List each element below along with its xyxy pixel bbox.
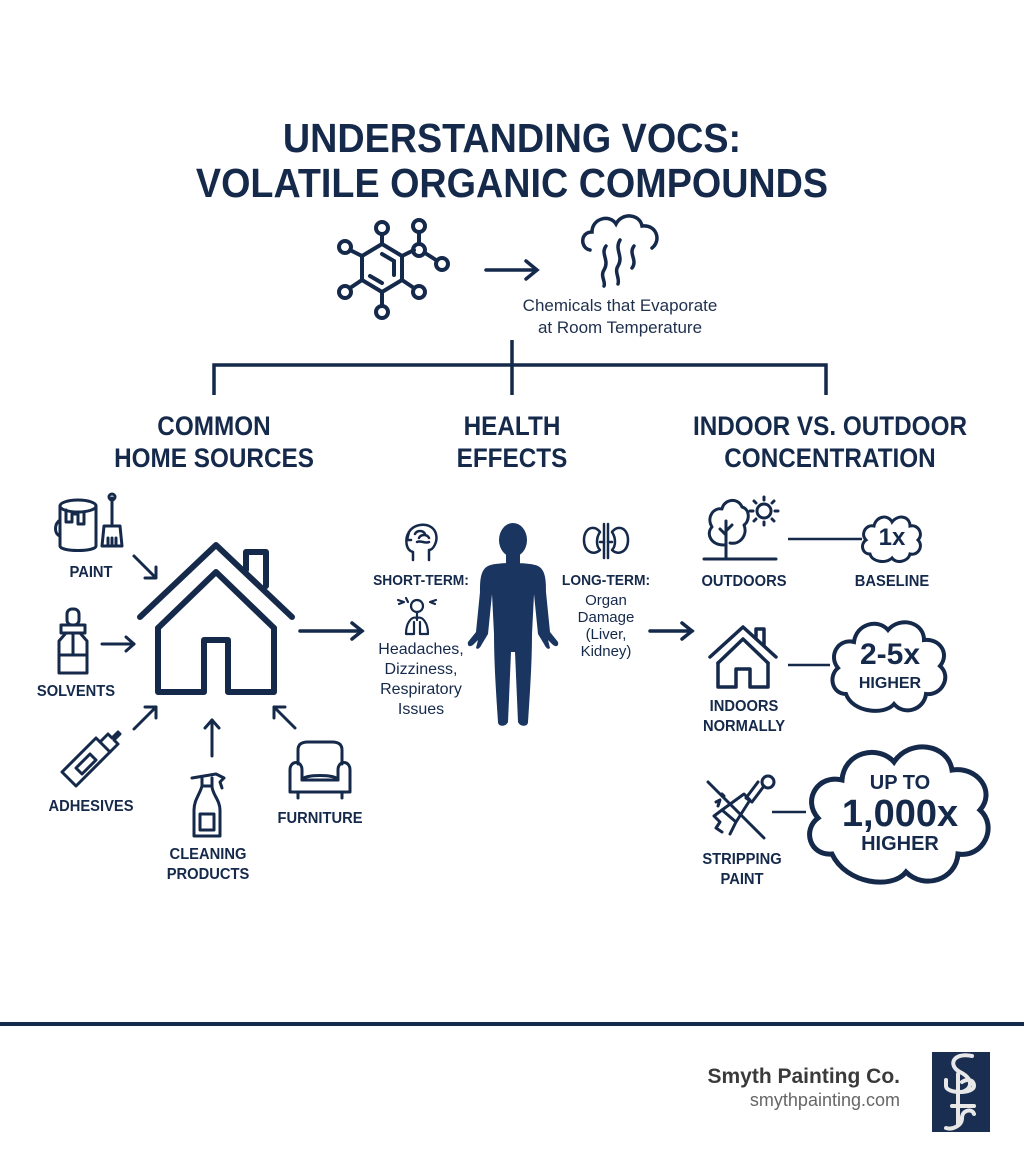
source-label-adhesives: ADHESIVES bbox=[48, 798, 134, 815]
sources-heading-2: HOME SOURCES bbox=[114, 443, 314, 473]
tree-sun-icon bbox=[702, 495, 780, 561]
definition-line-1: Chemicals that Evaporate bbox=[522, 296, 718, 315]
health-heading-2: EFFECTS bbox=[456, 443, 568, 473]
footer-divider bbox=[0, 1022, 1024, 1026]
health-heading-1: HEALTH bbox=[463, 411, 561, 441]
short-term-line-1: Headaches, bbox=[378, 641, 464, 658]
house-icon bbox=[137, 542, 295, 695]
human-body-icon bbox=[467, 523, 559, 726]
dropper-bottle-icon bbox=[57, 607, 89, 675]
source-label-furniture: FURNITURE bbox=[277, 810, 363, 827]
branch-connector bbox=[212, 340, 828, 395]
stripping-label-2: PAINT bbox=[720, 871, 764, 888]
short-term-label: SHORT-TERM: bbox=[373, 572, 469, 589]
armchair-icon bbox=[288, 740, 352, 800]
stripping-label-1: STRIPPING bbox=[702, 851, 782, 868]
brand-url: smythpainting.com bbox=[749, 1090, 900, 1110]
scraper-icon bbox=[706, 774, 776, 840]
long-term-line-2: Damage bbox=[577, 609, 635, 626]
arrow-health-to-concentration bbox=[648, 621, 695, 641]
stripping-sub: HIGHER bbox=[861, 833, 939, 855]
indoors-label-1: INDOORS bbox=[709, 698, 779, 715]
source-arrows bbox=[100, 554, 297, 758]
cloud-badge-2-5x bbox=[830, 620, 948, 713]
source-label-solvents: SOLVENTS bbox=[36, 683, 116, 700]
concentration-heading-1: INDOOR VS. OUTDOOR bbox=[692, 411, 968, 441]
lungs-dizzy-icon bbox=[396, 596, 438, 636]
stripping-value-pre: UP TO bbox=[869, 772, 931, 794]
title-line-2: VOLATILE ORGANIC COMPOUNDS bbox=[195, 160, 829, 206]
head-brain-icon bbox=[405, 523, 438, 562]
concentration-heading-2: CONCENTRATION bbox=[724, 443, 936, 473]
title-line-1: UNDERSTANDING VOCS: bbox=[282, 115, 742, 161]
short-term-line-3: Respiratory bbox=[380, 681, 462, 698]
outdoors-value: 1x bbox=[878, 524, 906, 551]
kidneys-icon bbox=[582, 522, 630, 560]
paint-can-brush-icon bbox=[54, 492, 124, 552]
evaporating-cloud-icon bbox=[581, 214, 659, 288]
molecule-icon bbox=[337, 218, 450, 320]
source-label-cleaning-1: CLEANING bbox=[169, 846, 247, 863]
outdoors-label: OUTDOORS bbox=[701, 573, 787, 590]
short-term-line-4: Issues bbox=[397, 701, 445, 718]
cloud-badge-1000x bbox=[807, 744, 991, 885]
outdoors-sub: BASELINE bbox=[854, 573, 930, 590]
cloud-badge-1x bbox=[861, 515, 922, 563]
long-term-label: LONG-TERM: bbox=[561, 572, 651, 589]
long-term-line-1: Organ bbox=[585, 592, 627, 609]
sources-heading-1: COMMON bbox=[157, 411, 271, 441]
spray-bottle-icon bbox=[190, 772, 226, 838]
indoors-sub: HIGHER bbox=[858, 675, 922, 692]
indoors-label-2: NORMALLY bbox=[702, 718, 786, 735]
definition-line-2: at Room Temperature bbox=[537, 318, 703, 337]
source-label-cleaning-2: PRODUCTS bbox=[166, 866, 250, 883]
indoors-value: 2-5x bbox=[859, 638, 921, 671]
long-term-line-3: (Liver, bbox=[585, 626, 627, 643]
glue-tube-icon bbox=[60, 730, 122, 788]
indoors-house-icon bbox=[708, 625, 778, 689]
stripping-value: 1,000x bbox=[841, 793, 959, 835]
brand-name: Smyth Painting Co. bbox=[707, 1065, 900, 1088]
source-label-paint: PAINT bbox=[69, 564, 113, 581]
arrow-sources-to-health bbox=[298, 621, 365, 641]
connector-lines bbox=[772, 537, 862, 814]
arrow-right-icon bbox=[484, 259, 540, 281]
short-term-line-2: Dizziness, bbox=[384, 661, 458, 678]
long-term-line-4: Kidney) bbox=[580, 643, 632, 660]
spc-monogram-logo bbox=[932, 1052, 990, 1132]
